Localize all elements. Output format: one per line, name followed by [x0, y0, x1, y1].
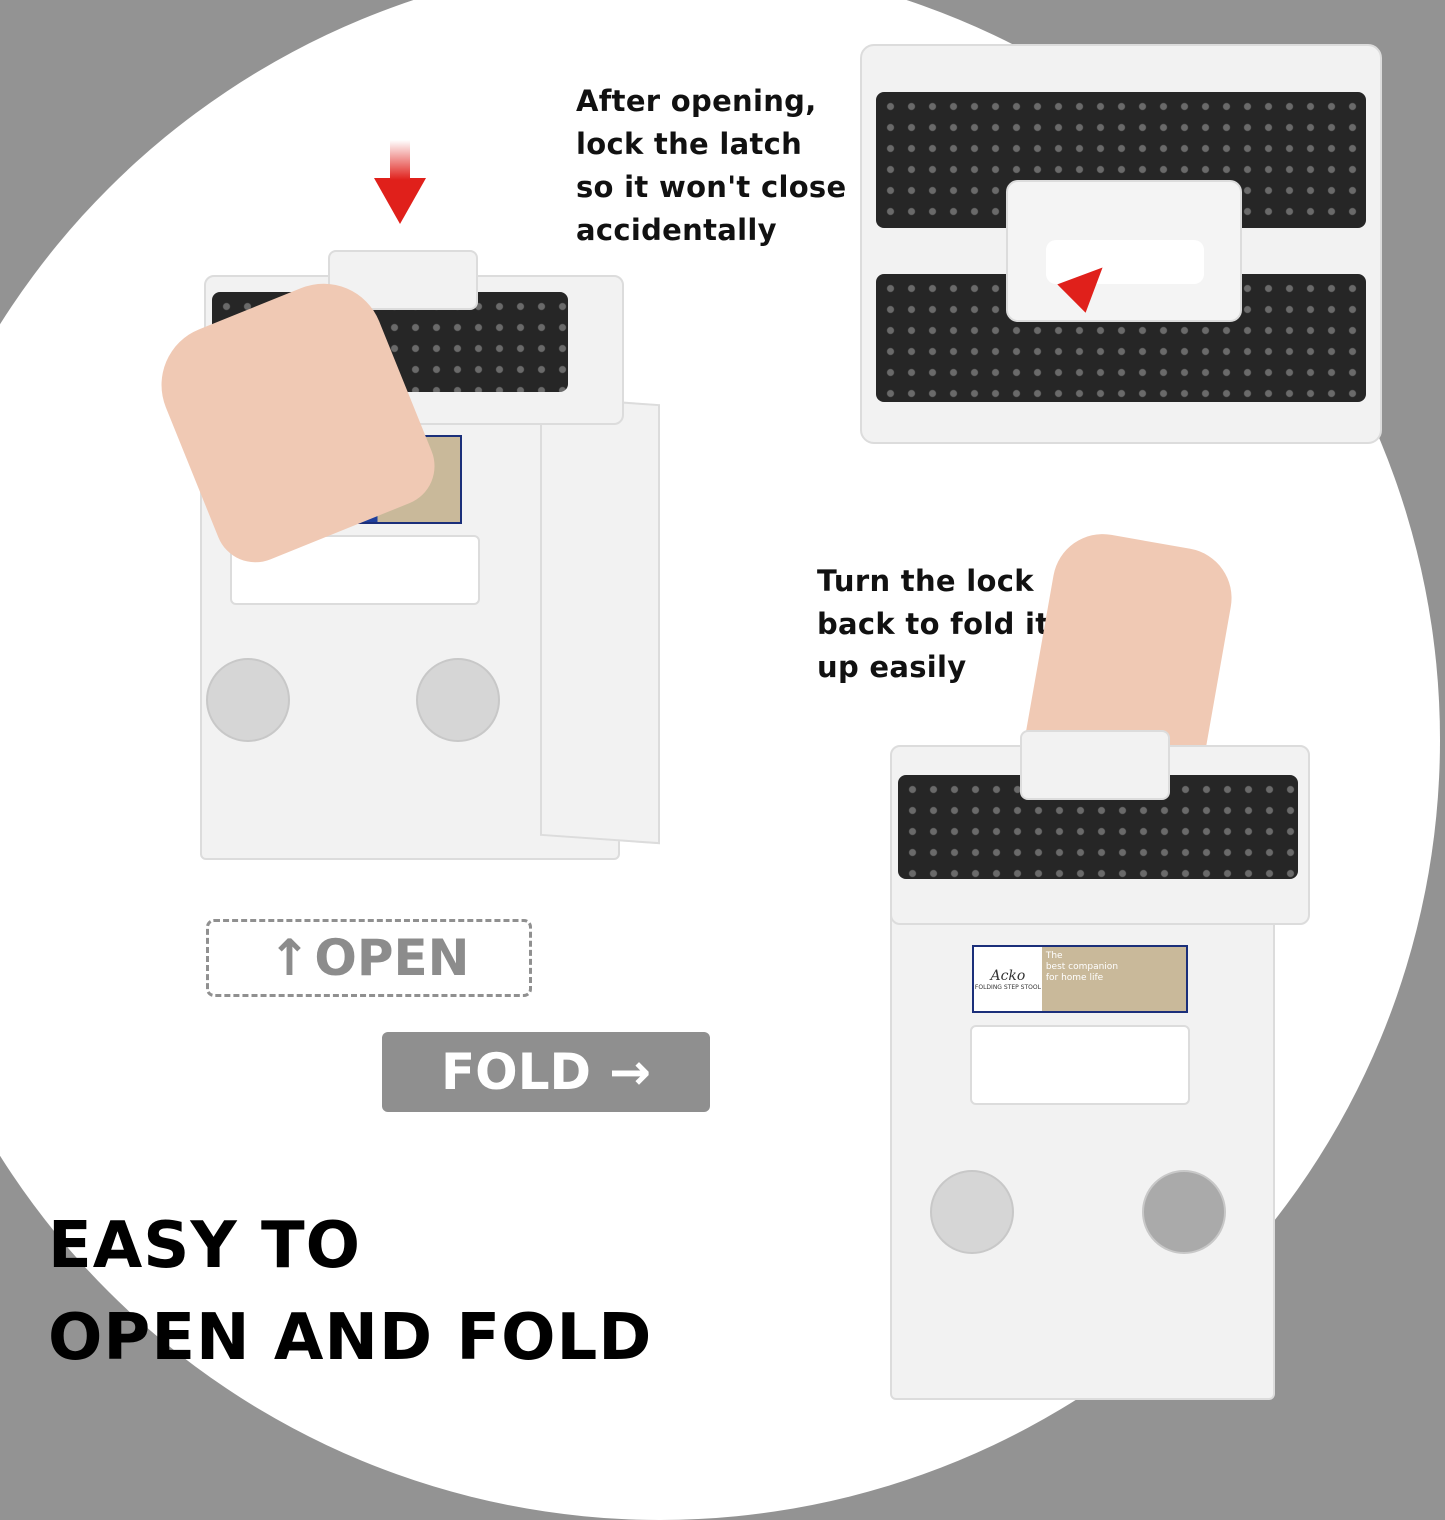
- label-tagline: The best companion for home life: [1042, 947, 1122, 1011]
- label-logo: Acko FOLDING STEP STOOL: [974, 947, 1042, 1011]
- open-label: OPEN: [314, 929, 470, 987]
- tagline-line: for home life: [1045, 973, 1104, 983]
- red-arrow-shaft: [390, 140, 410, 180]
- handle-opening: [1046, 240, 1204, 284]
- caption-line: After opening,: [576, 84, 817, 118]
- caption-line: lock the latch: [576, 127, 803, 161]
- fold-label: FOLD: [441, 1043, 592, 1101]
- step-opening: [230, 535, 480, 605]
- caption-line: Turn the lock: [817, 564, 1034, 598]
- stool-folding: Acko FOLDING STEP STOOL The best compani…: [880, 730, 1320, 1420]
- stool-back-leg: [540, 395, 660, 845]
- arrow-up-icon: ↑: [268, 929, 311, 987]
- caption-lock-latch: After opening, lock the latch so it won'…: [576, 80, 846, 252]
- step-handle: [1020, 730, 1170, 800]
- tagline-line: best companion: [1045, 962, 1119, 972]
- mat-upper: [876, 92, 1366, 228]
- caption-line: up easily: [817, 650, 967, 684]
- red-down-arrow-icon: [374, 178, 426, 224]
- headline-line-2: OPEN AND FOLD: [48, 1301, 653, 1375]
- stool-hole-right: [416, 658, 500, 742]
- caption-line: accidentally: [576, 213, 777, 247]
- tagline-line: The: [1045, 951, 1063, 961]
- product-label: Acko FOLDING STEP STOOL The best compani…: [972, 945, 1188, 1013]
- carry-handle: [1006, 180, 1242, 322]
- stool-hole-left: [206, 658, 290, 742]
- headline-line-1: EASY TO: [48, 1209, 362, 1283]
- caption-fold-up: Turn the lock back to fold it up easily: [817, 560, 1049, 689]
- fold-badge: FOLD →: [382, 1032, 710, 1112]
- brand-name: Acko: [990, 967, 1026, 984]
- open-badge: ↑ OPEN: [206, 919, 532, 997]
- caption-line: back to fold it: [817, 607, 1050, 641]
- stool-hole-right: [1142, 1170, 1226, 1254]
- headline: EASY TO OPEN AND FOLD: [48, 1200, 652, 1384]
- brand-subtitle: FOLDING STEP STOOL: [974, 983, 1041, 991]
- step-opening: [970, 1025, 1190, 1105]
- stool-hole-left: [930, 1170, 1014, 1254]
- arrow-right-icon: →: [609, 1043, 651, 1101]
- stool-top-view: [860, 44, 1382, 444]
- caption-line: so it won't close: [576, 170, 847, 204]
